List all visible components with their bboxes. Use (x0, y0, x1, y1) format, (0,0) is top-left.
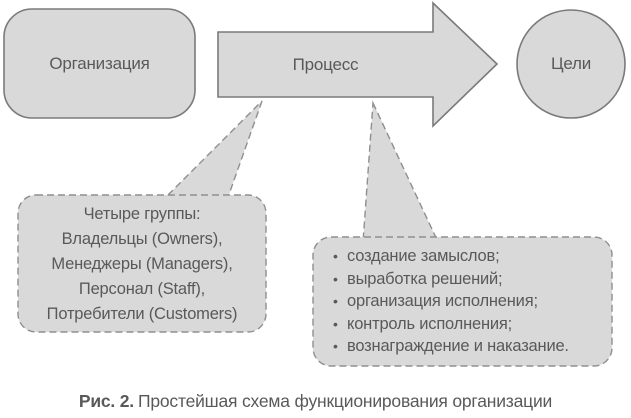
bullet-icon: • (333, 293, 338, 310)
bullet-icon: • (333, 338, 338, 355)
figure-caption: Рис. 2.Простейшая схема функционирования… (0, 391, 631, 412)
figure-caption-number: Рис. 2. (78, 391, 134, 411)
callout-left: Четыре группы: Владельцы (Owners), Менед… (18, 196, 266, 332)
organization-label: Организация (49, 53, 150, 73)
list-item-text: создание замыслов; (347, 247, 500, 266)
callout-left-line: Четыре группы: (83, 204, 201, 223)
goals-label: Цели (550, 54, 592, 73)
list-item-text: выработка решений; (347, 269, 503, 288)
list-item: • контроль исполнения; (313, 313, 612, 336)
list-item-text: контроль исполнения; (347, 314, 513, 333)
organization-node-shape (3, 8, 196, 119)
callout-left-line: Персонал (Staff), (78, 279, 206, 298)
goals-node-shape (516, 9, 626, 119)
callout-right: • создание замыслов; • выработка решений… (313, 237, 612, 366)
figure-caption-text: Простейшая схема функционирования органи… (137, 391, 553, 411)
list-item-text: организация исполнения; (347, 292, 538, 311)
callout-left-body (17, 194, 267, 333)
process-label: Процесс (292, 54, 359, 74)
process-arrow-shape (217, 1, 499, 128)
callout-left-line: Потребители (Customers) (46, 304, 238, 323)
callout-right-tail (362, 100, 440, 243)
bullet-icon: • (333, 270, 338, 287)
list-item: • создание замыслов; (313, 245, 612, 268)
bullet-icon: • (333, 315, 338, 332)
callout-left-line: Владельцы (Owners), (61, 229, 223, 248)
list-item: • организация исполнения; (313, 290, 612, 313)
list-item: • выработка решений; (313, 268, 612, 291)
callout-left-line: Менеджеры (Managers), (51, 254, 233, 273)
list-item-text: вознаграждение и наказание. (347, 337, 569, 356)
list-item: • вознаграждение и наказание. (313, 335, 612, 358)
callout-right-body (312, 236, 613, 367)
bullet-icon: • (333, 248, 338, 265)
